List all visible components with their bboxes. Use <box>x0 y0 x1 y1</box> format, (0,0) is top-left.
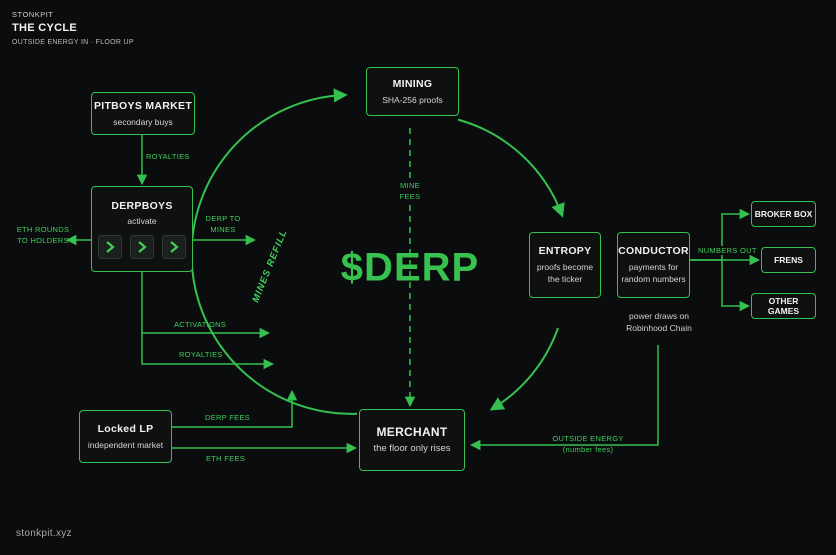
brand-label: STONKPIT <box>12 10 54 19</box>
note-power-line1: power draws on <box>628 311 689 321</box>
node-broker-box: BROKER BOX <box>751 201 816 227</box>
node-broker-title: BROKER BOX <box>754 209 813 219</box>
label-outside-energy-line2: (number fees) <box>562 445 614 454</box>
node-entropy: ENTROPY proofs become the ticker <box>529 232 601 298</box>
label-eth-fees: ETH FEES <box>206 454 246 463</box>
node-mining: MINING SHA-256 proofs <box>366 67 459 116</box>
label-royalties-bottom: ROYALTIES <box>179 350 223 359</box>
label-derp-to-line2: MINES <box>210 225 236 234</box>
activate-button-1[interactable] <box>98 234 122 259</box>
node-pitboys-title: PITBOYS MARKET <box>93 99 193 112</box>
label-eth-rounds-line2: TO HOLDERS <box>17 236 69 245</box>
node-pitboys-market: PITBOYS MARKET secondary buys <box>91 92 195 135</box>
node-merchant-title: MERCHANT <box>376 425 448 439</box>
node-merchant-sub: the floor only rises <box>373 443 451 454</box>
label-mine-fees-line1: MINE <box>398 180 422 191</box>
node-derpboys-title: DERPBOYS <box>111 199 173 212</box>
label-royalties-top: ROYALTIES <box>146 152 190 161</box>
label-outside-energy-line1: OUTSIDE ENERGY <box>552 434 624 443</box>
token-label: $DERP <box>340 245 480 290</box>
node-mining-sub: SHA-256 proofs <box>382 94 443 105</box>
node-frens: FRENS <box>761 247 816 273</box>
node-locked-lp-sub: independent market <box>87 439 164 450</box>
node-entropy-title: ENTROPY <box>538 245 592 257</box>
node-merchant: MERCHANT the floor only rises <box>359 409 465 471</box>
cycle-arc-mining-to-entropy <box>457 118 565 218</box>
arrow-to-other-games <box>721 260 751 312</box>
arrow-royalties-bottom <box>141 333 275 370</box>
note-power-line2: Robinhood Chain <box>626 323 692 333</box>
cycle-arc-entropy-to-merchant <box>489 327 559 411</box>
activate-button-3[interactable] <box>162 234 186 259</box>
page-title: THE CYCLE <box>12 22 78 34</box>
node-locked-lp: Locked LP independent market <box>79 410 172 463</box>
label-numbers-out: NUMBERS OUT <box>697 246 758 255</box>
label-activations: ACTIVATIONS <box>174 320 227 329</box>
node-conductor-sub: payments for random numbers <box>621 262 686 284</box>
footer-site: stonkpit.xyz <box>16 528 72 539</box>
node-frens-title: FRENS <box>774 255 803 265</box>
page-subtitle: OUTSIDE ENERGY IN · FLOOR UP <box>12 39 134 46</box>
node-locked-lp-title: Locked LP <box>97 422 154 435</box>
node-other-games-title: OTHER GAMES <box>767 296 800 316</box>
node-other-games: OTHER GAMES <box>751 293 816 319</box>
activate-button-2[interactable] <box>130 234 154 259</box>
node-pitboys-sub: secondary buys <box>113 116 173 127</box>
activate-buttons <box>98 234 186 259</box>
arrow-derp-fees <box>172 389 298 428</box>
node-entropy-sub: proofs become the ticker <box>536 262 594 284</box>
note-power-draws: power draws on Robinhood Chain <box>604 310 714 334</box>
chevron-right-icon <box>138 240 147 253</box>
chevron-right-icon <box>106 240 115 253</box>
label-derp-fees: DERP FEES <box>205 413 251 422</box>
label-mine-fees-line2: FEES <box>397 191 423 202</box>
node-mining-title: MINING <box>392 77 433 90</box>
arrow-outside-energy <box>469 345 659 451</box>
node-derpboys-sub: activate <box>127 215 157 226</box>
label-derp-to-line1: DERP TO <box>205 214 241 223</box>
node-conductor-title: CONDUCTOR <box>618 245 689 257</box>
chevron-right-icon <box>170 240 179 253</box>
node-derpboys: DERPBOYS activate <box>91 186 193 272</box>
label-eth-rounds-line1: ETH ROUNDS <box>16 225 70 234</box>
node-conductor: CONDUCTOR payments for random numbers <box>617 232 690 298</box>
